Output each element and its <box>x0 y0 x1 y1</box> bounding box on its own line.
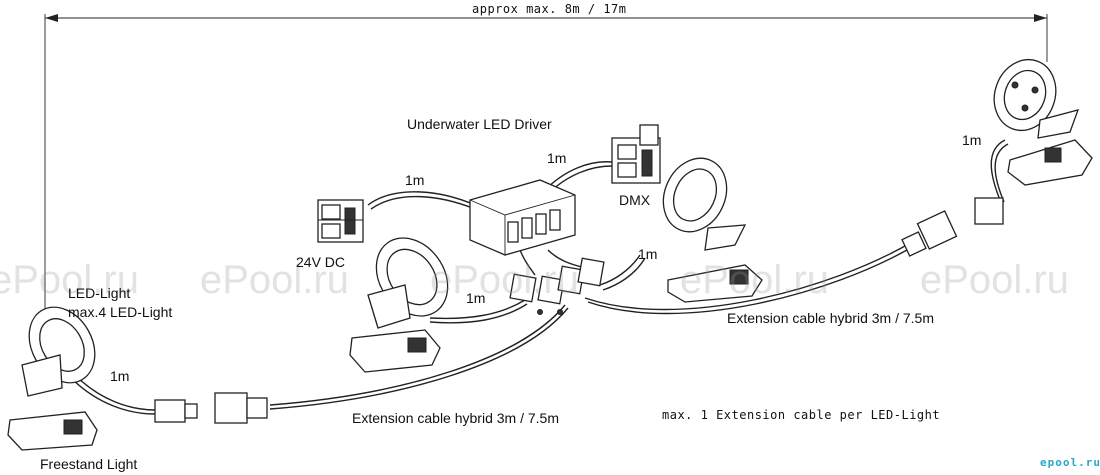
length-label-splitter: 1m <box>466 290 486 306</box>
driver-label: Underwater LED Driver <box>407 116 552 132</box>
led-driver-box <box>469 179 576 256</box>
length-label-mid-light: 1m <box>638 246 658 262</box>
led-light-max-label: max.4 LED-Light <box>68 304 173 320</box>
extension-note: max. 1 Extension cable per LED-Light <box>662 408 941 422</box>
cable-plugs <box>154 197 1004 424</box>
dc-connector <box>317 199 364 243</box>
cables <box>71 139 1009 415</box>
watermark: ePool.ru <box>200 258 349 302</box>
dmx-connector <box>611 124 661 184</box>
length-label-left-light: 1m <box>110 368 130 384</box>
length-label-dmx: 1m <box>547 150 567 166</box>
spot-light-right <box>993 58 1080 139</box>
extension-cable-label-right: Extension cable hybrid 3m / 7.5m <box>727 310 934 326</box>
watermark: ePool.ru <box>430 258 579 302</box>
control-units <box>7 139 1093 451</box>
dimension-line <box>44 14 1048 330</box>
flood-light-mid <box>367 237 449 329</box>
dc-label: 24V DC <box>296 254 346 270</box>
splitter-connectors <box>509 257 605 315</box>
watermark: ePool.ru <box>680 258 829 302</box>
dimension-label: approx max. 8m / 17m <box>472 2 627 16</box>
extension-cable-label-bottom: Extension cable hybrid 3m / 7.5m <box>352 410 559 426</box>
length-label-dc: 1m <box>405 172 425 188</box>
freestand-label: Freestand Light <box>40 456 138 472</box>
watermark: ePool.ru <box>0 258 139 302</box>
watermark: ePool.ru <box>920 258 1069 302</box>
led-light-label: LED-Light <box>68 285 131 301</box>
spot-light-mid <box>662 157 747 251</box>
brand-logo: epool.ru <box>1040 456 1100 469</box>
dmx-label: DMX <box>619 192 651 208</box>
length-label-right-light: 1m <box>962 132 982 148</box>
flood-light-left <box>21 306 96 397</box>
